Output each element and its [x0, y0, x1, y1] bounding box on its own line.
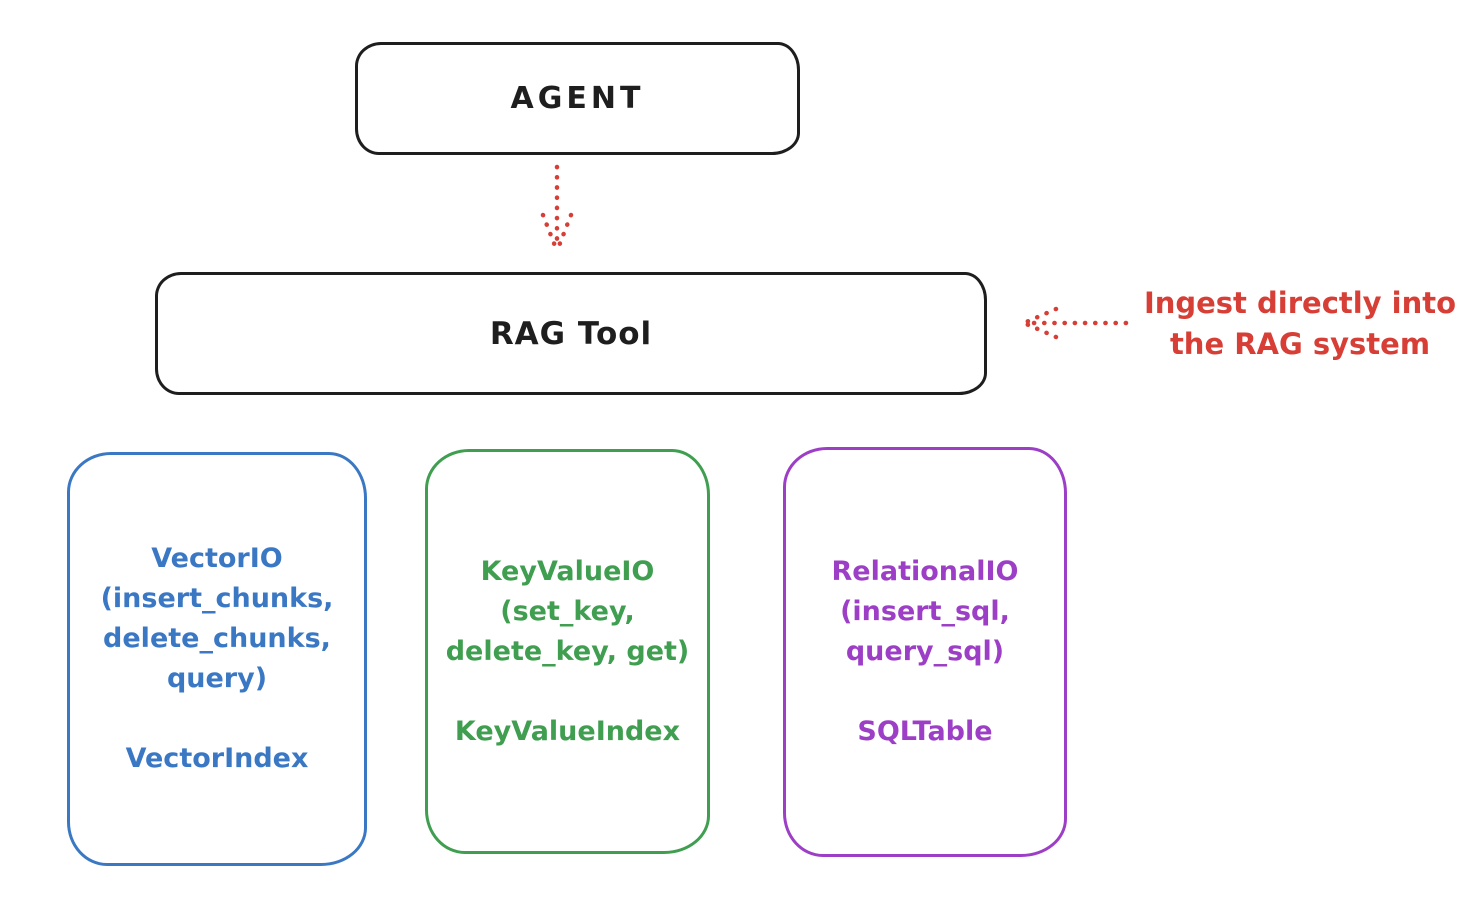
dotted-down-arrow: [540, 164, 574, 254]
ingest-annotation: Ingest directly into the RAG system: [1118, 283, 1482, 365]
relational-io-text: RelationalIO (insert_sql, query_sql) SQL…: [832, 552, 1019, 752]
text-line: KeyValueIO: [480, 555, 655, 587]
text-line: query): [166, 663, 268, 694]
rag-tool-node: RAG Tool: [155, 272, 987, 395]
text-line: delete_chunks,: [103, 623, 331, 654]
arrowhead-top-stroke: [1021, 306, 1059, 326]
annotation-line: Ingest directly into: [1143, 286, 1457, 320]
annotation-line: the RAG system: [1169, 327, 1431, 361]
text-line: RelationalIO: [831, 556, 1019, 587]
text-line: (set_key,: [500, 595, 635, 627]
dotted-left-arrow: [1021, 306, 1129, 340]
text-line: delete_key, get): [445, 635, 690, 667]
text-line: (insert_chunks,: [100, 583, 334, 614]
arrowhead-right-stroke: [554, 212, 574, 254]
text-line: VectorIO: [151, 543, 283, 574]
keyvalue-io-box: KeyValueIO (set_key, delete_key, get) Ke…: [425, 449, 710, 854]
text-line: query_sql): [845, 636, 1005, 667]
sql-table-label: SQLTable: [857, 716, 993, 747]
agent-label: AGENT: [510, 81, 645, 116]
arrowhead-left-stroke: [540, 212, 560, 254]
vector-index-label: VectorIndex: [125, 743, 309, 774]
vector-io-box: VectorIO (insert_chunks, delete_chunks, …: [67, 452, 367, 866]
text-line: (insert_sql,: [840, 596, 1010, 627]
relational-io-box: RelationalIO (insert_sql, query_sql) SQL…: [783, 447, 1067, 857]
rag-tool-label: RAG Tool: [489, 315, 653, 352]
vector-io-text: VectorIO (insert_chunks, delete_chunks, …: [101, 539, 334, 779]
keyvalue-index-label: KeyValueIndex: [454, 715, 681, 747]
agent-node: AGENT: [355, 42, 800, 155]
keyvalue-io-text: KeyValueIO (set_key, delete_key, get) Ke…: [446, 552, 690, 752]
arrowhead-bottom-stroke: [1021, 320, 1059, 340]
